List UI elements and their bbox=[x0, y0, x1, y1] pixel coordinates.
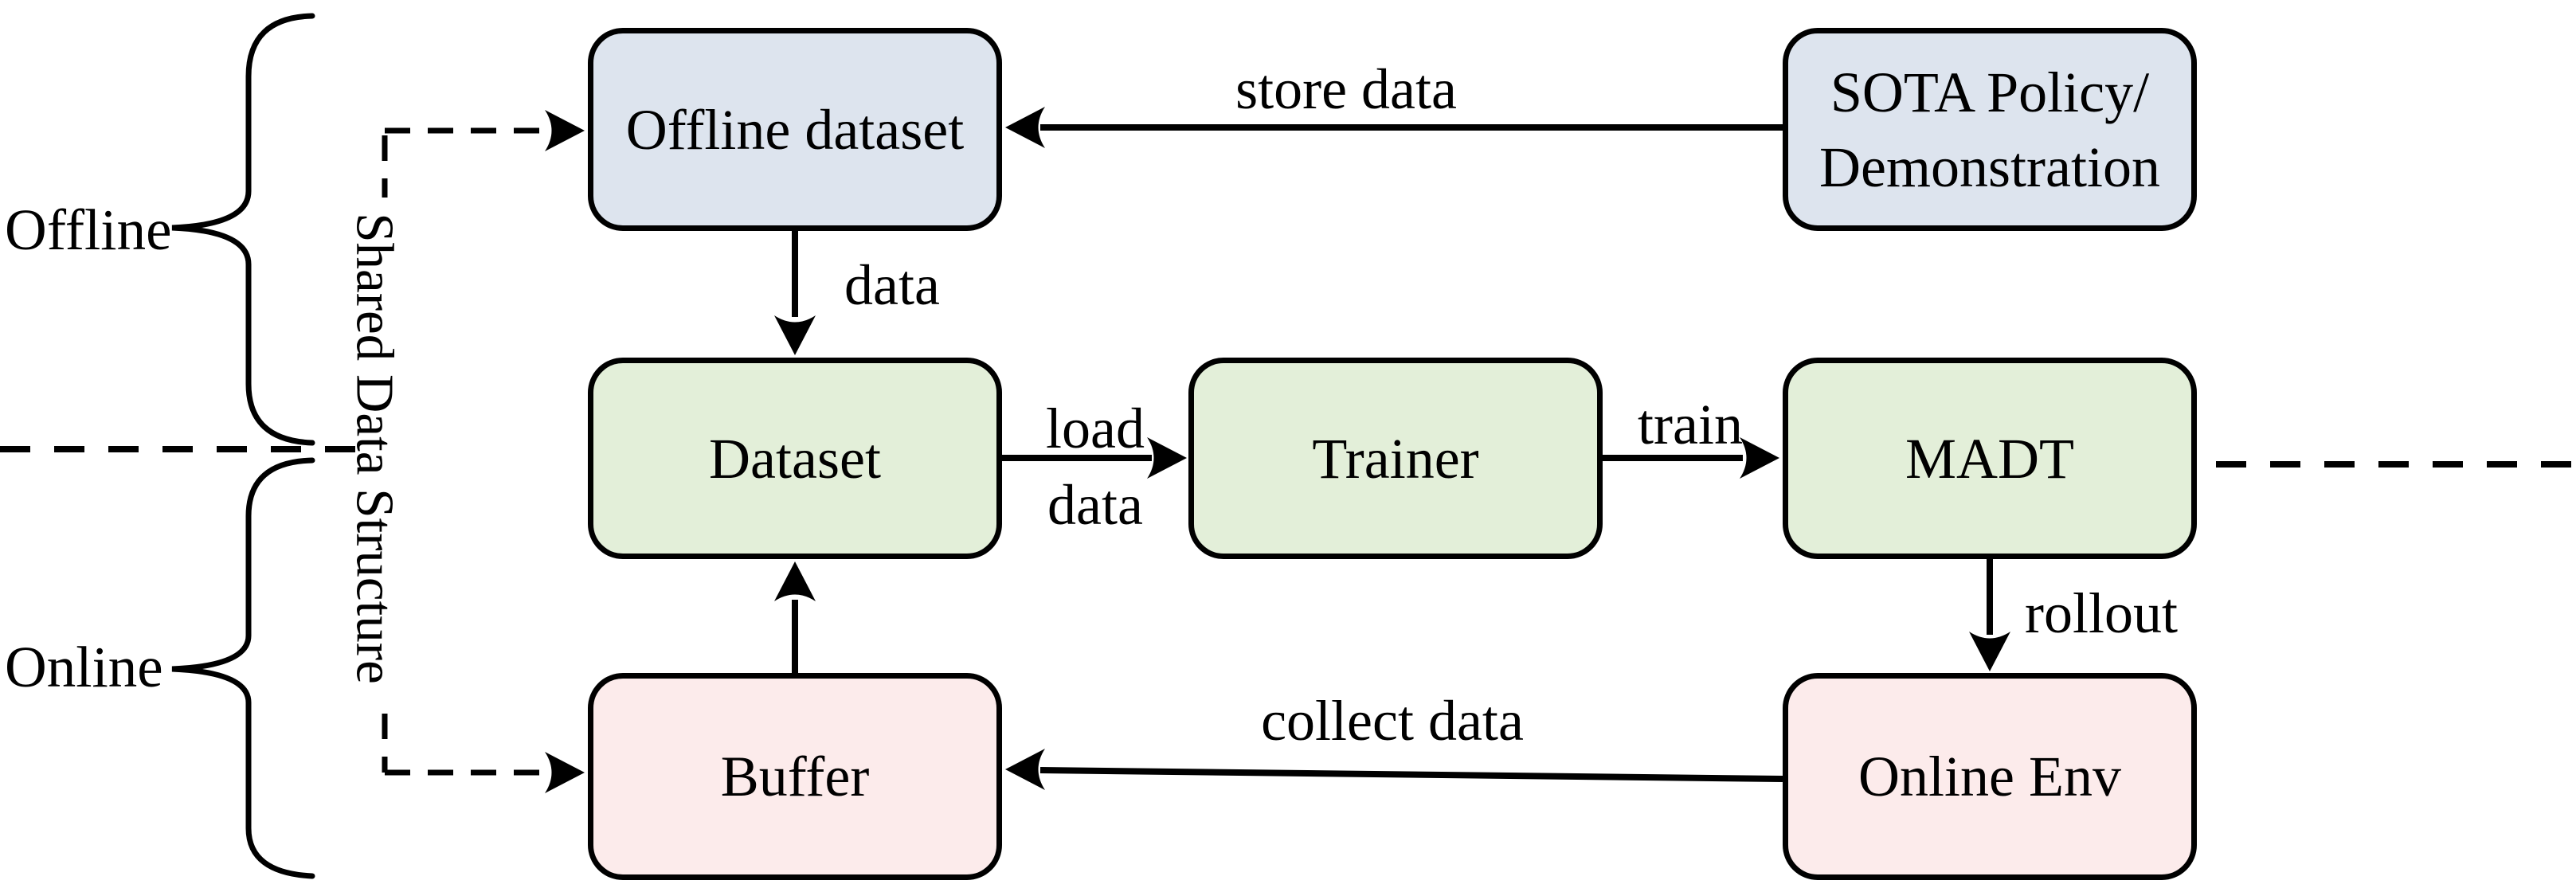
buffer-to-dataset-arrowhead bbox=[774, 561, 816, 601]
load-data-edge-label-line1: load bbox=[1046, 397, 1145, 460]
collect-data-line bbox=[1039, 767, 1783, 782]
load-data-arrowhead bbox=[1147, 437, 1187, 479]
sota-policy-label-line2: Demonstration bbox=[1819, 135, 2160, 199]
offline-group-label: Offline bbox=[5, 198, 172, 262]
shared-dashed-bottom-arrowhead bbox=[545, 752, 585, 793]
offline-dataset-label: Offline dataset bbox=[625, 97, 965, 162]
offline-dataset-node: Offline dataset bbox=[588, 28, 1002, 231]
sota-policy-node: SOTA Policy/ Demonstration bbox=[1783, 28, 2197, 231]
data-arrowhead bbox=[774, 315, 816, 355]
shared-dashed-top-arrowhead bbox=[545, 110, 585, 151]
load-data-edge-label-line2: data bbox=[1047, 473, 1143, 537]
collect-data-edge-label: collect data bbox=[1261, 689, 1524, 753]
store-data-arrowhead bbox=[1005, 107, 1045, 148]
online-brace bbox=[171, 457, 315, 879]
online-env-label: Online Env bbox=[1858, 745, 2121, 808]
train-edge-label: train bbox=[1638, 393, 1743, 456]
sota-policy-label-line1: SOTA Policy/ bbox=[1830, 60, 2150, 124]
collect-data-arrowhead bbox=[1005, 749, 1045, 790]
shared-data-structure-label: Shared Data Structure bbox=[345, 213, 405, 684]
buffer-label: Buffer bbox=[720, 745, 870, 808]
store-data-edge-label: store data bbox=[1235, 57, 1457, 121]
sota-policy-label: SOTA Policy/ Demonstration bbox=[1819, 55, 2160, 205]
online-group-label: Online bbox=[5, 635, 163, 699]
online-env-node: Online Env bbox=[1783, 673, 2197, 880]
madt-node: MADT bbox=[1783, 358, 2197, 559]
buffer-node: Buffer bbox=[588, 673, 1002, 880]
dataset-node: Dataset bbox=[588, 358, 1002, 559]
madt-label: MADT bbox=[1905, 426, 2074, 491]
trainer-node: Trainer bbox=[1188, 358, 1603, 559]
rollout-edge-label: rollout bbox=[2025, 581, 2178, 645]
dataset-label: Dataset bbox=[709, 426, 881, 491]
rollout-arrowhead bbox=[1969, 632, 2010, 671]
offline-brace bbox=[171, 13, 315, 446]
train-arrowhead bbox=[1740, 437, 1779, 479]
trainer-label: Trainer bbox=[1312, 426, 1479, 491]
data-edge-label: data bbox=[844, 253, 940, 317]
